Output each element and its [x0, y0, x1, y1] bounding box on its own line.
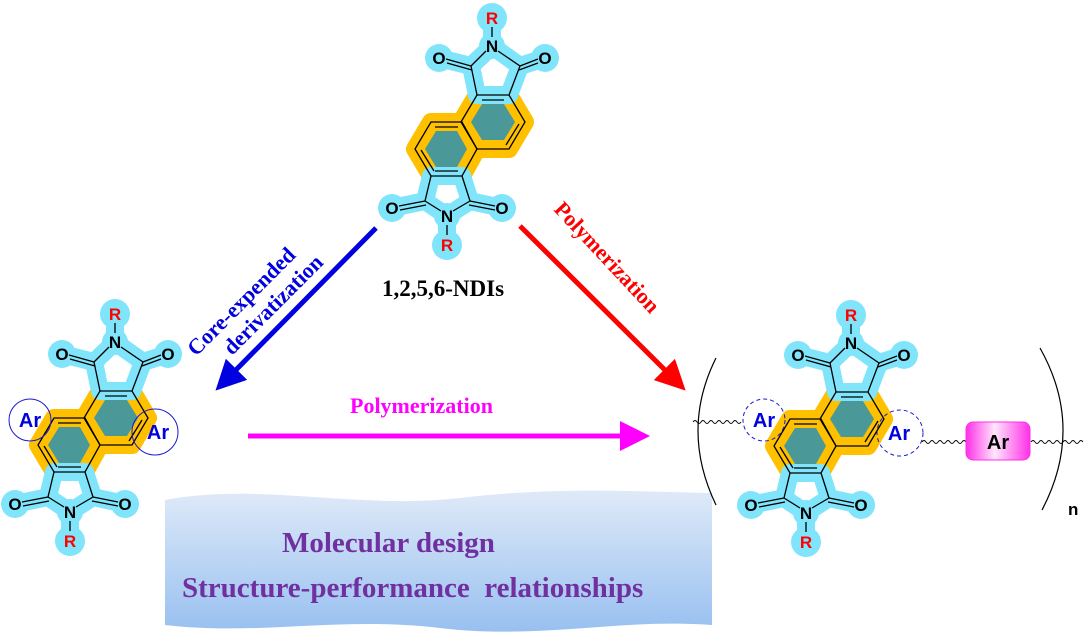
banner-line-1: Molecular design: [282, 527, 495, 559]
oxygen-label: O: [897, 346, 910, 365]
oxygen-label: O: [854, 496, 867, 515]
right-polymer-unit: Ar Ar R N O O O O N R: [737, 300, 923, 557]
right-parenthesis: [1039, 347, 1064, 511]
ar-ring-dashed-circle: [876, 409, 924, 457]
oxygen-label: O: [744, 496, 757, 515]
oxygen-label: O: [385, 199, 398, 218]
ar-ring-circle: [131, 408, 179, 456]
r-group-label: R: [845, 306, 857, 325]
r-group-label: R: [800, 533, 812, 552]
ar-ring-dashed-circle: [742, 398, 786, 442]
nitrogen-label: N: [845, 334, 857, 353]
oxygen-label: O: [495, 199, 508, 218]
left-parenthesis: [697, 357, 717, 506]
nitrogen-label: N: [109, 333, 121, 352]
repeat-subscript: n: [1068, 500, 1078, 519]
ar-label: Ar: [19, 410, 41, 432]
nitrogen-label: N: [441, 207, 453, 226]
polymerization-diagonal-arrow: [518, 224, 686, 391]
oxygen-label: O: [432, 49, 445, 68]
polymerization-diagonal-label: Polymerization: [549, 196, 665, 318]
left-ndi-molecule: Ar Ar R N O O O O N R: [1, 299, 182, 556]
ar-label: Ar: [147, 422, 169, 444]
oxygen-label: O: [538, 49, 551, 68]
core-expanded-arrow: [215, 226, 378, 391]
ar-label: Ar: [888, 423, 910, 445]
oxygen-label: O: [161, 345, 174, 364]
comonomer-box: [965, 421, 1031, 461]
center-ndi-molecule: R N O O O O N R: [378, 3, 559, 260]
oxygen-label: O: [8, 495, 21, 514]
oxygen-label: O: [118, 495, 131, 514]
nitrogen-label: N: [486, 37, 498, 56]
ar-label: Ar: [753, 410, 775, 432]
r-group-label: R: [486, 9, 498, 28]
oxygen-label: O: [55, 345, 68, 364]
comonomer-label: Ar: [987, 432, 1009, 454]
compound-title: 1,2,5,6-NDIs: [382, 276, 504, 301]
wavy-bond: [692, 420, 1084, 444]
nitrogen-label: N: [800, 504, 812, 523]
ar-ring-circle: [8, 398, 52, 442]
oxygen-label: O: [791, 346, 804, 365]
nitrogen-label: N: [64, 503, 76, 522]
banner-background: [165, 490, 712, 632]
banner-line-2: Structure-performance relationships: [182, 572, 643, 604]
r-group-label: R: [109, 305, 121, 324]
r-group-label: R: [64, 532, 76, 551]
r-group-label: R: [441, 236, 453, 255]
polymerization-horizontal-label: Polymerization: [350, 393, 493, 418]
